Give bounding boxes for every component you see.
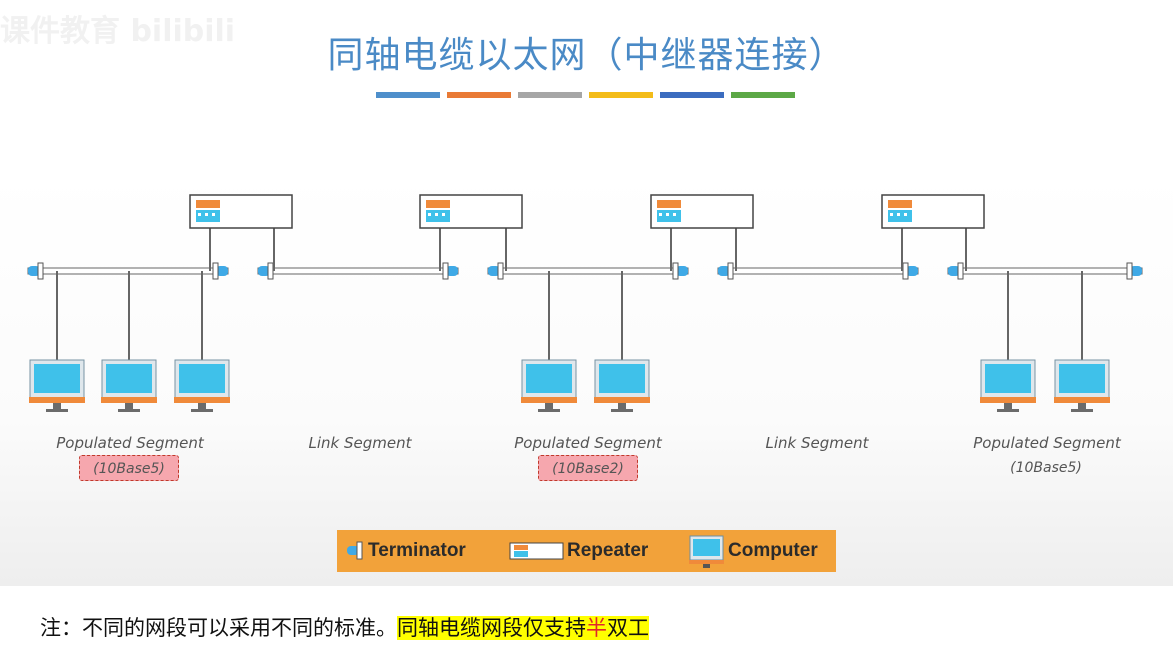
note-highlight-before: 同轴电缆网段仅支持 [397, 616, 586, 640]
title-color-bars [376, 92, 795, 98]
terminator-icon [442, 262, 458, 280]
coax-cable [717, 267, 919, 275]
repeater-icon [189, 194, 293, 229]
repeater-icon [509, 542, 564, 560]
terminator-icon [258, 262, 274, 280]
computer-icon [29, 359, 85, 412]
coax-cable [257, 267, 459, 275]
terminator-icon [28, 262, 44, 280]
segment-label-3: Populated Segment [514, 434, 662, 452]
repeater-icon [419, 194, 523, 229]
legend-computer-label: Computer [728, 540, 818, 561]
note-highlight: 同轴电缆网段仅支持半双工 [397, 616, 649, 640]
note-prefix: 注：不同的网段可以采用不同的标准。 [40, 616, 397, 640]
segment-label-4: Link Segment [765, 434, 869, 452]
repeater-icon [881, 194, 985, 229]
computer-icon [101, 359, 157, 412]
legend-terminator-label: Terminator [368, 540, 466, 561]
note: 注：不同的网段可以采用不同的标准。同轴电缆网段仅支持半双工 [40, 612, 649, 642]
segment-standard-3: (10Base2) [538, 455, 638, 481]
terminator-icon [1126, 262, 1142, 280]
computer-icon [980, 359, 1036, 412]
legend-icons [347, 535, 724, 568]
title-color-bar [589, 92, 653, 98]
segment-label-2: Link Segment [308, 434, 412, 452]
terminator-icon [718, 262, 734, 280]
terminator-icon [347, 541, 363, 560]
title-color-bar [447, 92, 511, 98]
segment-standard-5: (10Base5) [1010, 460, 1082, 476]
terminator-icon [948, 262, 964, 280]
computer-icon [521, 359, 577, 412]
terminator-icon [902, 262, 918, 280]
segment-label-1: Populated Segment [56, 434, 204, 452]
title-color-bar [376, 92, 440, 98]
computer-icon [594, 359, 650, 412]
page-title: 同轴电缆以太网（中继器连接） [327, 35, 846, 76]
computer-icon [174, 359, 230, 412]
watermark: 课件教育 bilibili [0, 14, 236, 49]
repeater-icon [650, 194, 754, 229]
coax-cable [947, 267, 1143, 275]
terminator-icon [488, 262, 504, 280]
coax-cable [487, 267, 689, 275]
computer-icon [1054, 359, 1110, 412]
title-color-bar [731, 92, 795, 98]
segment-standard-1: (10Base5) [79, 455, 179, 481]
title-color-bar [660, 92, 724, 98]
legend: Terminator Repeater Computer [337, 530, 836, 572]
computer-icon [689, 535, 724, 568]
terminator-icon [212, 262, 228, 280]
note-highlight-after: 双工 [607, 616, 649, 640]
title-color-bar [518, 92, 582, 98]
legend-repeater-label: Repeater [567, 540, 649, 561]
note-highlight-red: 半 [586, 616, 607, 640]
terminator-icon [672, 262, 688, 280]
segment-label-5: Populated Segment [973, 434, 1121, 452]
